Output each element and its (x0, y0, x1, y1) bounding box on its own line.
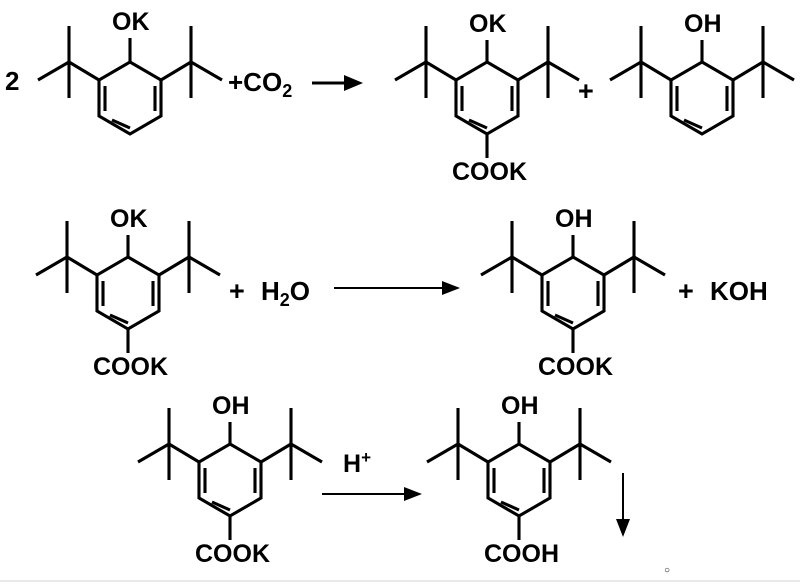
down-arrow-head (616, 519, 630, 537)
molecule-product-2: OH COOK (480, 205, 666, 381)
ring3-tbu-right-diag (762, 60, 795, 82)
ring2-tbu-right-bond (517, 60, 549, 82)
reaction-1-reagent: +CO2 (228, 67, 292, 101)
ring7-tbu-left-bond (457, 442, 489, 464)
molecule-product-1b: OH (609, 10, 795, 136)
ring1-tbu-left-diag (37, 60, 70, 82)
ring3-tbu-left-bond (640, 60, 672, 82)
reaction-1-arrow (312, 75, 363, 91)
reaction-row-2: OK COOK + H2O (35, 205, 768, 381)
ring4-double-bottom (109, 313, 129, 325)
ring6-cook-label: COOK (195, 540, 270, 568)
ring6-tbu-left-diag (137, 442, 170, 464)
ring4-ok-label: OK (110, 205, 148, 233)
molecule-reactant-1: OK (37, 8, 223, 136)
reaction-1-arrow-head (344, 75, 363, 91)
trailing-mark: ○ (664, 565, 670, 576)
reaction-2-reagent: H2O (261, 276, 310, 310)
ring4-tbu-right-bond (158, 255, 190, 277)
ring5-double-bottom (554, 313, 574, 325)
ring5-tbu-right-diag (633, 255, 666, 277)
ring3-oh-label: OH (684, 10, 722, 38)
ring3-tbu-right-bond (732, 60, 764, 82)
ring7-double-bottom (500, 500, 520, 512)
reaction-row-1: 2 OK (5, 8, 795, 186)
molecule-product-3: OH COOH (426, 392, 612, 568)
ring3-tbu-left-diag (609, 60, 642, 82)
ring1-ok-label: OK (112, 8, 150, 36)
ring2-ok-label: OK (469, 10, 507, 38)
ring7-cooh-label: COOH (484, 540, 559, 568)
reaction-row-3: OH COOK H+ (137, 392, 670, 576)
ring2-tbu-left-bond (425, 60, 457, 82)
ring2-tbu-left-diag (394, 60, 427, 82)
ring7-tbu-right-bond (549, 442, 581, 464)
reaction-2-arrow-head (442, 281, 460, 295)
ring6-tbu-right-diag (290, 442, 323, 464)
benzene-ring-2 (454, 60, 520, 136)
ring1-tbu-right-diag (190, 60, 223, 82)
ring6-tbu-left-bond (168, 442, 200, 464)
ring1-tbu-right-bond (160, 60, 192, 82)
reaction-3-condition: H+ (343, 448, 371, 478)
ring3-double-bottom (683, 118, 703, 130)
ring6-double-bottom (211, 500, 231, 512)
ring6-tbu-right-bond (260, 442, 292, 464)
ring2-double-bottom (468, 118, 488, 130)
reaction-3-arrow (322, 487, 422, 501)
ring4-tbu-left-bond (66, 255, 98, 277)
ring5-oh-label: OH (555, 205, 593, 233)
reaction-2-byproduct: KOH (710, 276, 768, 306)
benzene-ring-7 (486, 442, 552, 518)
reaction-1-coefficient: 2 (5, 66, 19, 96)
ring1-double-bottom (111, 118, 131, 130)
benzene-ring-1 (97, 60, 163, 136)
ring5-tbu-left-bond (511, 255, 543, 277)
benzene-ring-4 (95, 255, 161, 331)
ring4-tbu-left-diag (35, 255, 68, 277)
ring7-tbu-right-diag (579, 442, 612, 464)
ring4-tbu-right-diag (188, 255, 221, 277)
ring5-tbu-left-diag (480, 255, 513, 277)
benzene-ring-3 (669, 60, 735, 136)
reaction-2-byproduct-plus: + (678, 276, 694, 306)
benzene-ring-6 (197, 442, 263, 518)
reaction-3-arrow-head (404, 487, 422, 501)
ring2-tbu-right-diag (547, 60, 580, 82)
ring7-tbu-left-diag (426, 442, 459, 464)
reaction-2-plus: + (229, 276, 245, 306)
ring5-tbu-right-bond (603, 255, 635, 277)
reaction-1-product-plus: + (578, 76, 594, 106)
reaction-2-arrow (334, 281, 460, 295)
ring5-cook-label: COOK (538, 353, 613, 381)
molecule-reactant-2: OK COOK (35, 205, 221, 381)
ring4-cook-label: COOK (93, 353, 168, 381)
ring1-tbu-left-bond (68, 60, 100, 82)
molecule-reactant-3: OH COOK (137, 392, 323, 568)
molecule-product-1a: OK COOK (394, 10, 580, 186)
reaction-3-down-arrow (616, 473, 630, 537)
benzene-ring-5 (540, 255, 606, 331)
ring6-oh-label: OH (212, 392, 250, 420)
ring2-cook-label: COOK (452, 158, 527, 186)
ring7-oh-label: OH (501, 392, 539, 420)
